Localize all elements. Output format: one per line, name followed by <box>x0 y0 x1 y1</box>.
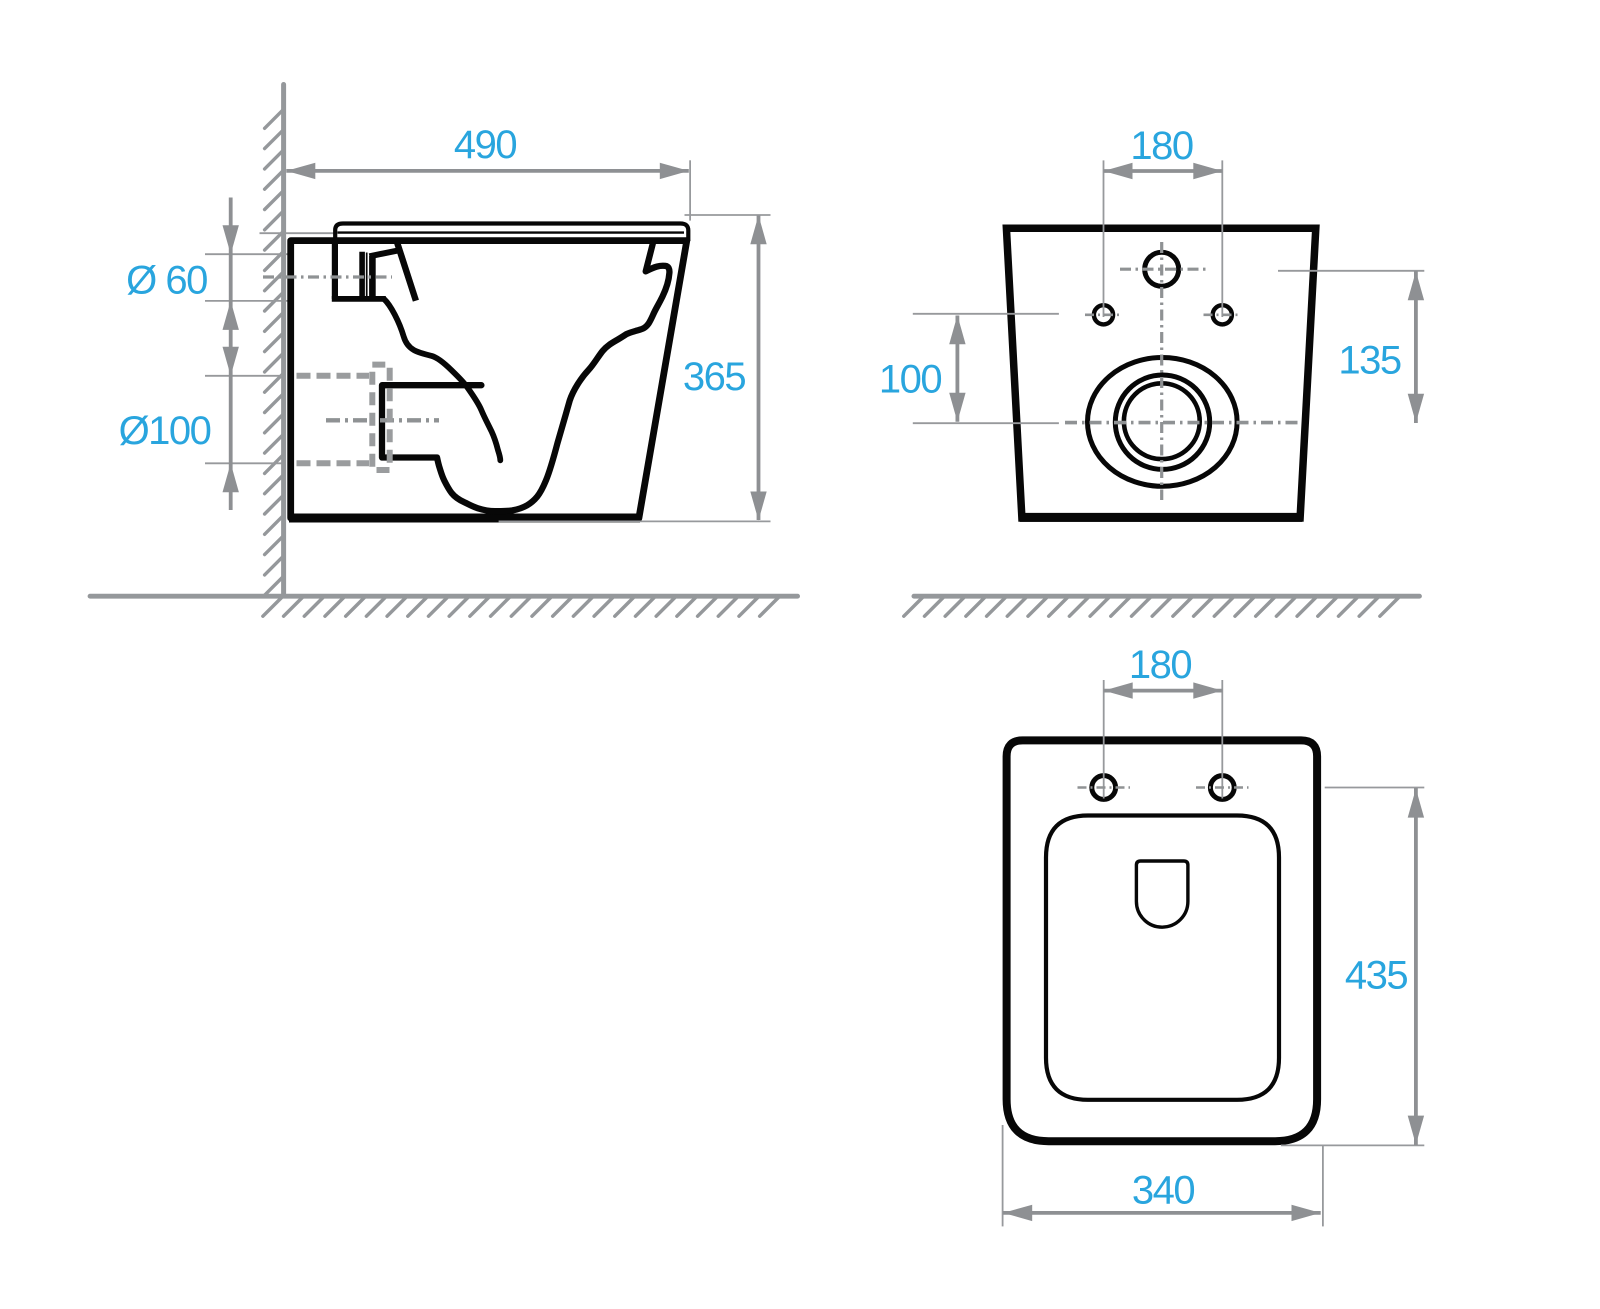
svg-text:135: 135 <box>1338 339 1400 383</box>
svg-text:100: 100 <box>879 358 941 402</box>
svg-text:365: 365 <box>683 355 745 399</box>
svg-text:490: 490 <box>454 123 516 167</box>
svg-text:180: 180 <box>1130 124 1192 168</box>
svg-text:435: 435 <box>1345 954 1407 998</box>
svg-text:Ø 60: Ø 60 <box>126 259 207 303</box>
svg-text:340: 340 <box>1132 1169 1194 1213</box>
svg-text:180: 180 <box>1129 643 1191 687</box>
svg-text:Ø100: Ø100 <box>119 409 211 453</box>
